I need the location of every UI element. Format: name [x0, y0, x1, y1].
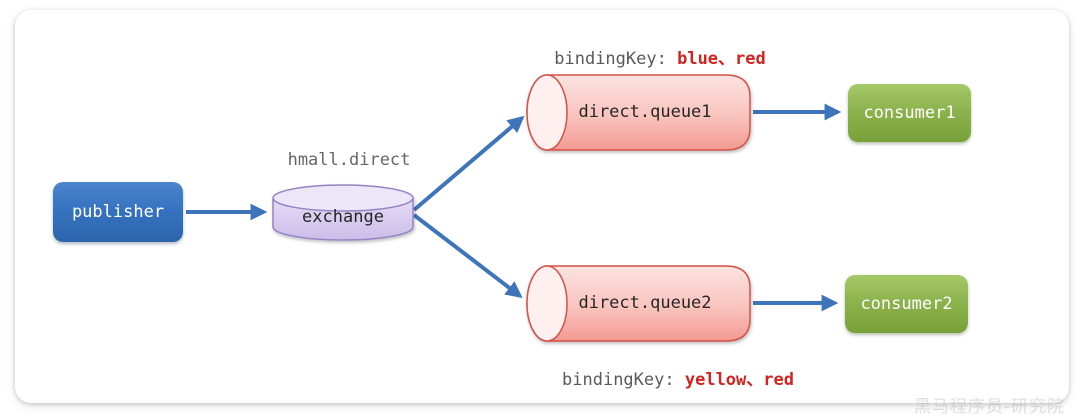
consumer1-label: consumer1: [863, 103, 956, 123]
publisher-label: publisher: [71, 202, 165, 222]
consumer2-label: consumer2: [860, 294, 953, 314]
binding-key-prefix: bindingKey:: [554, 49, 667, 69]
exchange-name-label: hmall.direct: [287, 150, 411, 170]
binding-key-prefix: bindingKey:: [562, 370, 675, 390]
queue2-label: direct.queue2: [578, 293, 712, 313]
consumer1-node: consumer1: [848, 84, 971, 142]
publisher-node: publisher: [53, 182, 183, 242]
watermark-text: 黑马程序员-研究院: [913, 397, 1065, 417]
consumer2-node: consumer2: [845, 275, 968, 333]
binding-key-queue1: bindingKey: blue、red: [510, 44, 810, 69]
binding-key-values: blue、red: [677, 49, 766, 69]
exchange-label: exchange: [302, 207, 384, 227]
binding-key-values: yellow、red: [684, 370, 794, 390]
queue1-label: direct.queue1: [578, 102, 712, 122]
binding-key-queue2: bindingKey: yellow、red: [528, 365, 828, 390]
